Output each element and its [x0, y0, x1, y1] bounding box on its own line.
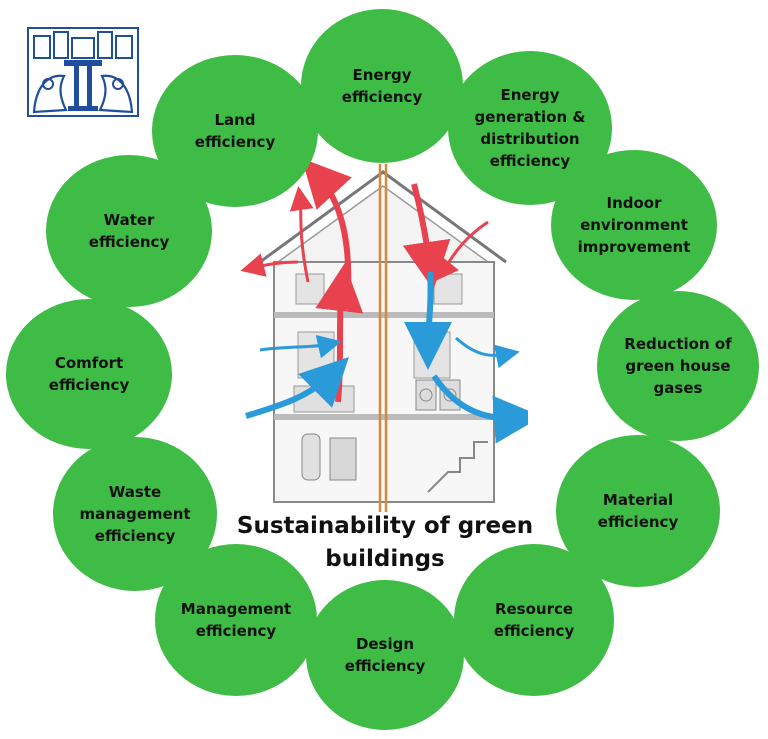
circle-label: Energy generation & distribution efficie…: [474, 86, 586, 170]
circle-label: Reduction of green house gases: [624, 335, 732, 397]
center-title: Sustainability of green buildings: [236, 513, 534, 572]
circle-label: Waste management efficiency: [79, 483, 191, 545]
circle-reduction-ghg: Reduction of green house gases: [597, 291, 759, 441]
circle-waste-management: Waste management efficiency: [53, 437, 217, 591]
circle-label: Design efficiency: [344, 635, 426, 675]
circle-resource-efficiency: Resource efficiency: [454, 544, 614, 696]
circle-label: Resource efficiency: [493, 600, 575, 640]
circle-comfort-efficiency: Comfort efficiency: [6, 299, 172, 449]
circle-label: Material efficiency: [597, 491, 679, 531]
circle-label: Water efficiency: [88, 211, 170, 251]
circle-label: Energy efficiency: [341, 66, 423, 106]
circle-land-efficiency: Land efficiency: [152, 55, 318, 207]
circle-label: Management efficiency: [180, 600, 292, 640]
circle-label: Indoor environment improvement: [577, 194, 691, 256]
circle-label: Land efficiency: [194, 111, 276, 151]
university-emblem-icon: [26, 26, 140, 118]
circle-energy-efficiency: Energy efficiency: [301, 9, 463, 163]
circle-label: Comfort efficiency: [48, 354, 130, 394]
circle-design-efficiency: Design efficiency: [306, 580, 464, 730]
circle-indoor-environment: Indoor environment improvement: [551, 150, 717, 300]
house-cutaway-icon: [238, 158, 542, 520]
